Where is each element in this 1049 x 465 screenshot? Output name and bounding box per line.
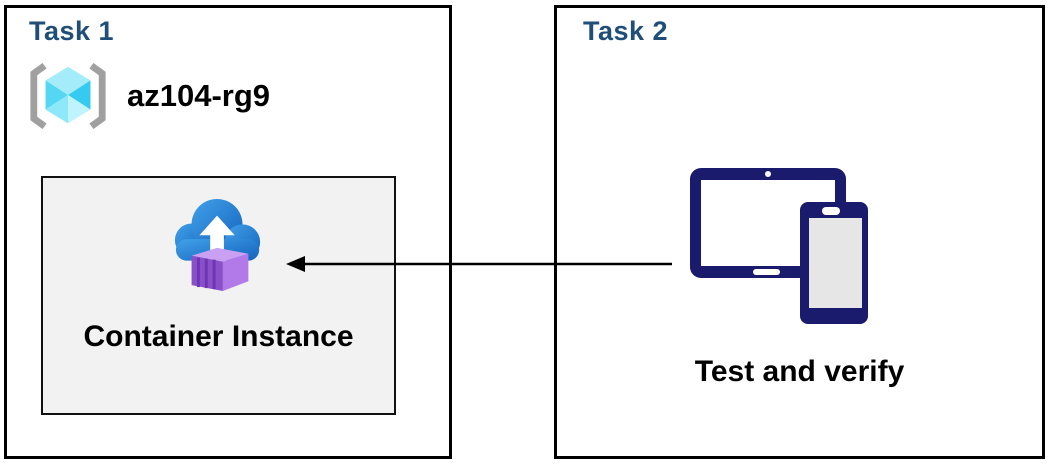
container-instance-label: Container Instance (83, 320, 354, 353)
devices-icon (690, 168, 868, 324)
resource-group-icon (30, 62, 106, 130)
resource-group-name: az104-rg9 (127, 78, 271, 113)
task1-title: Task 1 (29, 16, 115, 46)
test-and-verify-label: Test and verify (694, 355, 905, 388)
container-box-shape (191, 247, 248, 291)
task2-box: Task 2 Test and verify (554, 5, 1045, 459)
container-instance-icon (174, 198, 260, 291)
left-bracket-shape (30, 62, 47, 130)
tablet-home-bar (753, 269, 780, 275)
cyan-cube-shape (45, 66, 91, 124)
container-instance-box: Container Instance (41, 176, 396, 415)
right-bracket-shape (89, 62, 106, 130)
phone-shape (800, 202, 868, 324)
task2-title: Task 2 (583, 16, 669, 46)
phone-screen (809, 218, 862, 308)
phone-speaker (822, 207, 840, 215)
tablet-camera-dot (765, 171, 771, 177)
task1-box: Task 1 az104-rg9 (4, 5, 452, 459)
